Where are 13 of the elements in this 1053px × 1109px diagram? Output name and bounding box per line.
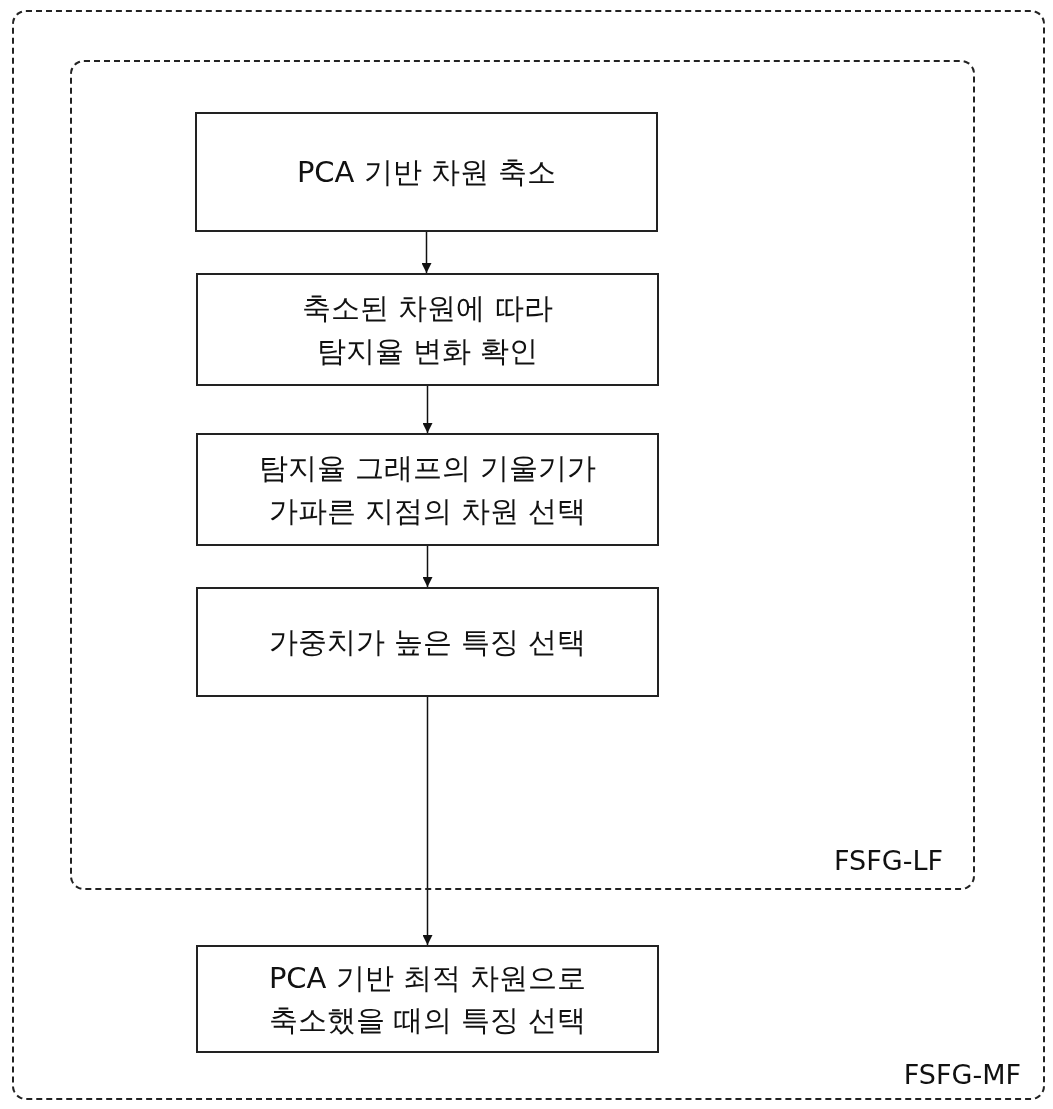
process-box: PCA 기반 최적 차원으로 축소했을 때의 특징 선택 (196, 945, 659, 1053)
process-box: 가중치가 높은 특징 선택 (196, 587, 659, 697)
group-label: FSFG-LF (834, 845, 943, 876)
dashed-group-frame (12, 10, 1045, 1100)
arrow (422, 545, 433, 588)
process-box: PCA 기반 차원 축소 (195, 112, 658, 232)
arrow (422, 385, 433, 434)
arrow (422, 696, 433, 946)
dashed-group-frame (70, 60, 975, 890)
process-box: 탐지율 그래프의 기울기가 가파른 지점의 차원 선택 (196, 433, 659, 546)
process-box: 축소된 차원에 따라 탐지율 변화 확인 (196, 273, 659, 386)
arrow (421, 231, 432, 274)
group-label: FSFG-MF (903, 1059, 1021, 1090)
